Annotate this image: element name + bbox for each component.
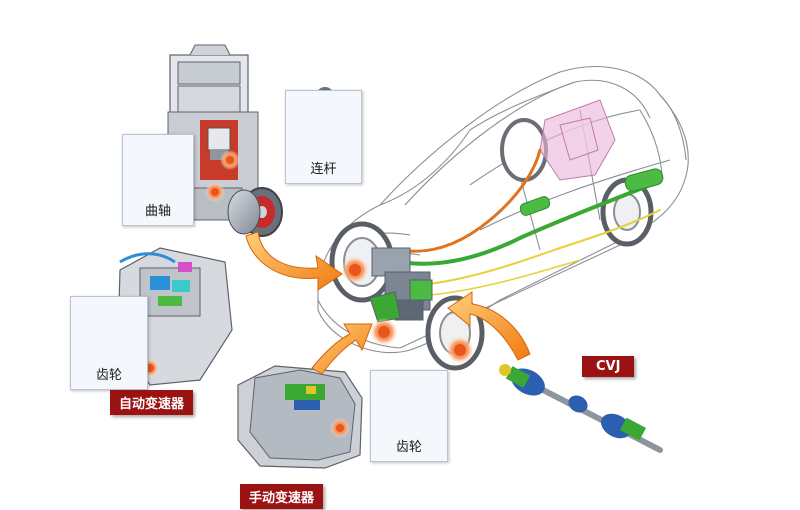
arrows [245, 231, 531, 375]
arrow-gearbox-to-car [311, 323, 373, 375]
exhaust-system [398, 148, 664, 296]
crankshaft-label: 曲轴 [144, 204, 171, 219]
engine-block [369, 247, 433, 323]
cvj-shaft-illustration [499, 364, 663, 453]
gear-label-manual: 齿轮 [395, 440, 422, 455]
automatic-transmission-tag: 自动变速器 [110, 390, 194, 415]
gear-callout-manual: 齿轮 [370, 370, 448, 462]
connecting-rod-label: 连杆 [310, 162, 337, 177]
arrow-engine-to-car [245, 231, 343, 291]
arrow-cvj-to-car [447, 291, 531, 361]
manual-transmission-tag: 手动变速器 [240, 484, 324, 509]
manual-transmission-illustration [237, 365, 363, 469]
gear-label-auto: 齿轮 [95, 368, 122, 383]
cvj-tag: CVJ [582, 356, 635, 377]
crankshaft-callout: 曲轴 [122, 134, 194, 226]
hotspots [341, 256, 474, 364]
gear-callout-auto: 齿轮 [70, 296, 148, 390]
connecting-rod-callout: 连杆 [285, 90, 362, 184]
rear-suspension [539, 99, 616, 181]
